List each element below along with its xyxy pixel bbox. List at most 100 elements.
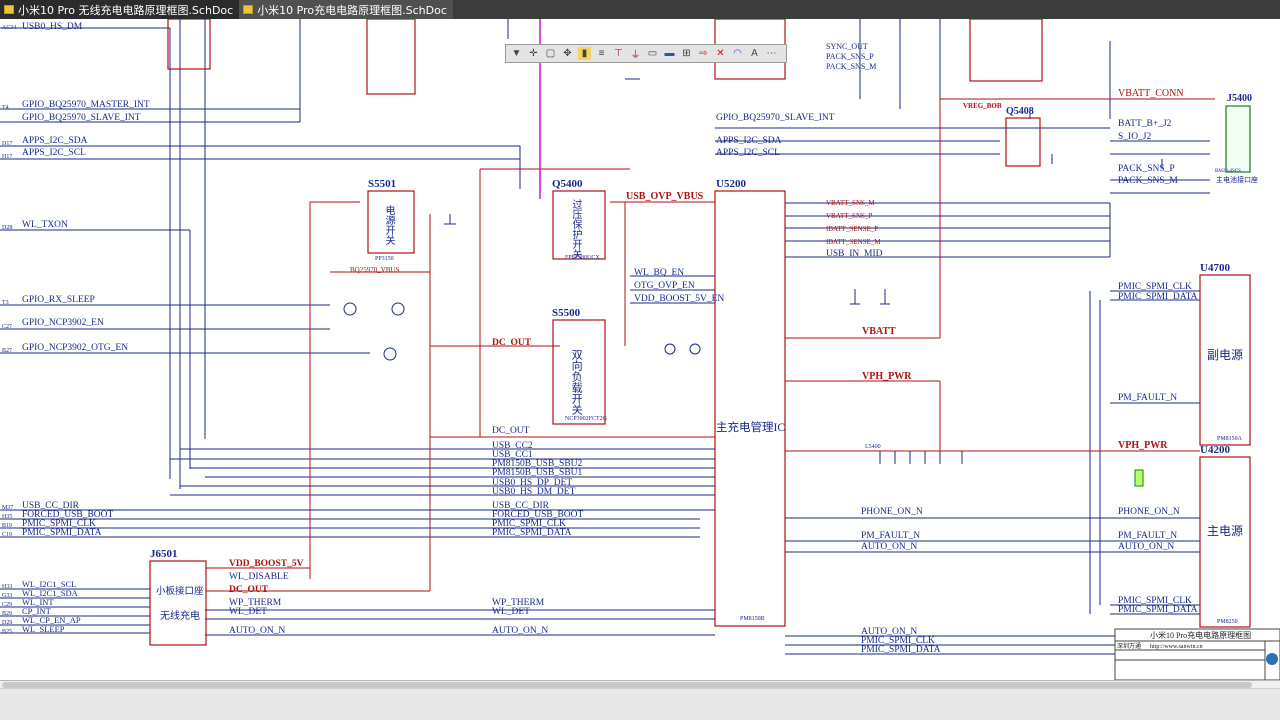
- net-vdd-boost-5v-en[interactable]: VDD_BOOST_5V_EN: [634, 294, 725, 304]
- net-auto-on-n-bottom[interactable]: AUTO_ON_N: [861, 627, 918, 637]
- text-icon[interactable]: A: [751, 48, 758, 59]
- net-vbatt-conn[interactable]: VBATT_CONN: [1118, 88, 1184, 99]
- net-wp-therm-j6501[interactable]: WP_THERM: [229, 598, 282, 608]
- net-apps-i2c-scl-r[interactable]: APPS_I2C_SCL: [716, 148, 780, 158]
- gnd-port-icon[interactable]: ⏚: [630, 50, 641, 61]
- net-usb-cc2[interactable]: USB_CC2: [492, 441, 533, 451]
- ref-u4700[interactable]: U4700: [1200, 262, 1230, 274]
- net-cp-int[interactable]: CP_INT: [22, 606, 51, 616]
- net-gpio-bq25970-slave-int[interactable]: GPIO_BQ25970_SLAVE_INT: [22, 113, 141, 123]
- arc-icon[interactable]: ◠: [733, 48, 742, 59]
- net-usb0-hs-dp-det[interactable]: USB0_HS_DP_DET: [492, 478, 573, 488]
- net-wp-therm[interactable]: WP_THERM: [492, 598, 545, 608]
- ref-u4200[interactable]: U4200: [1200, 444, 1230, 456]
- part-icon[interactable]: ▭: [647, 48, 658, 59]
- net-pmic-spmi-data-r[interactable]: PMIC_SPMI_DATA: [1118, 292, 1198, 302]
- net-pm-fault-n-u5200[interactable]: PM_FAULT_N: [861, 531, 921, 541]
- net-wl-disable[interactable]: WL_DISABLE: [229, 572, 289, 582]
- net-gpio-rx-sleep[interactable]: GPIO_RX_SLEEP: [22, 295, 95, 305]
- tab-wireless-charging-schematic[interactable]: 小米10 Pro 无线充电电路原理框图.SchDoc: [0, 0, 240, 19]
- net-usb-in-mid[interactable]: USB_IN_MID: [826, 249, 883, 259]
- net-usb0-hs-dm-det[interactable]: USB0_HS_DM_DET: [492, 487, 576, 497]
- net-pm-fault-n-2[interactable]: PM_FAULT_N: [1118, 531, 1178, 541]
- net-vph-pwr[interactable]: VPH_PWR: [862, 371, 912, 382]
- net-wl-txon[interactable]: WL_TXON: [22, 220, 68, 230]
- ref-l5400[interactable]: L5400: [865, 444, 881, 450]
- net-phone-on-n-u5200[interactable]: PHONE_ON_N: [861, 507, 923, 517]
- net-usb-cc1[interactable]: USB_CC1: [492, 450, 533, 460]
- net-ibatt-sense-m[interactable]: IBATT_SENSE_M: [826, 238, 881, 246]
- net-dc-out-j6501[interactable]: DC_OUT: [229, 585, 269, 595]
- net-usb-ovp-vbus[interactable]: USB_OVP_VBUS: [626, 191, 704, 202]
- net-usb-cc-dir[interactable]: USB_CC_DIR: [22, 501, 80, 511]
- net-dc-out-2[interactable]: DC_OUT: [492, 426, 530, 436]
- net-auto-on-n-u5200[interactable]: AUTO_ON_N: [861, 542, 918, 552]
- net-forced-usb-boot-2[interactable]: FORCED_USB_BOOT: [492, 510, 584, 520]
- net-wl-i2c1-scl[interactable]: WL_I2C1_SCL: [22, 579, 77, 589]
- horizontal-scrollbar[interactable]: [0, 681, 1280, 689]
- net-ibatt-sense-p[interactable]: IBATT_SENSE_P: [826, 225, 879, 233]
- net-gpio-ncp3902-en[interactable]: GPIO_NCP3902_EN: [22, 318, 104, 328]
- ref-q5408[interactable]: Q5408: [1006, 106, 1034, 117]
- net-vbatt-sns-p[interactable]: VBATT_SNS_P: [826, 212, 873, 220]
- ref-s5500[interactable]: S5500: [552, 307, 581, 319]
- filter-icon[interactable]: ▼: [511, 48, 522, 59]
- schematic-canvas[interactable]: ▼ ✛ ▢ ✥ ▮ ≡ ⊤ ⏚ ▭ ▬ ⊞ ⇨ ✕ ◠ A ⋯: [0, 19, 1280, 680]
- net-apps-i2c-sda-r[interactable]: APPS_I2C_SDA: [716, 136, 782, 146]
- net-gpio-bq25970-slave-int-r[interactable]: GPIO_BQ25970_SLAVE_INT: [716, 113, 835, 123]
- cross-icon[interactable]: ✛: [529, 48, 538, 59]
- net-pack-sns-p[interactable]: PACK_SNS_P: [826, 52, 874, 61]
- net-wl-cp-en-ap[interactable]: WL_CP_EN_AP: [22, 615, 81, 625]
- more-icon[interactable]: ⋯: [766, 48, 777, 59]
- move-icon[interactable]: ✥: [563, 48, 572, 59]
- net-label-icon[interactable]: ≡: [598, 48, 605, 59]
- net-phone-on-n[interactable]: PHONE_ON_N: [1118, 507, 1180, 517]
- power-port-icon[interactable]: ⊤: [614, 48, 623, 59]
- bus-icon[interactable]: ▮: [578, 47, 591, 60]
- net-pmic-spmi-clk-r[interactable]: PMIC_SPMI_CLK: [1118, 282, 1192, 292]
- sheet-entry-icon[interactable]: ▬: [664, 48, 675, 59]
- net-pack-sns-m-r[interactable]: PACK_SNS_M: [1118, 176, 1178, 186]
- net-vdd-boost-5v[interactable]: VDD_BOOST_5V: [229, 559, 304, 569]
- net-dc-out[interactable]: DC_OUT: [492, 338, 532, 348]
- select-rect-icon[interactable]: ▢: [545, 48, 556, 59]
- net-gpio-bq25970-master-int[interactable]: GPIO_BQ25970_MASTER_INT: [22, 100, 150, 110]
- net-pm8150b-usb-sbu2[interactable]: PM8150B_USB_SBU2: [492, 459, 583, 469]
- net-auto-on-n[interactable]: AUTO_ON_N: [492, 626, 549, 636]
- harness-icon[interactable]: ⊞: [682, 48, 691, 59]
- net-vreg-bob[interactable]: VREG_BOB: [963, 102, 1002, 110]
- net-vbatt-sns-m[interactable]: VBATT_SNS_M: [826, 199, 875, 207]
- net-pmic-spmi-clk-r2[interactable]: PMIC_SPMI_CLK: [1118, 596, 1192, 606]
- scrollbar-thumb[interactable]: [2, 682, 1252, 688]
- tab-charging-schematic[interactable]: 小米10 Pro充电电路原理框图.SchDoc: [239, 0, 453, 19]
- net-pmic-spmi-data-bottom[interactable]: PMIC_SPMI_DATA: [861, 645, 941, 655]
- net-auto-on-n-j6501[interactable]: AUTO_ON_N: [229, 626, 286, 636]
- net-pm-fault-n[interactable]: PM_FAULT_N: [1118, 393, 1178, 403]
- net-s-io-j2[interactable]: S_IO_J2: [1118, 132, 1152, 142]
- net-pack-sns-p-r[interactable]: PACK_SNS_P: [1118, 164, 1175, 174]
- net-wl-int[interactable]: WL_INT: [22, 597, 54, 607]
- port-icon[interactable]: ⇨: [699, 48, 708, 59]
- ref-j6501[interactable]: J6501: [150, 548, 178, 560]
- net-auto-on-n-r[interactable]: AUTO_ON_N: [1118, 542, 1175, 552]
- net-bq25970-vbus[interactable]: BQ25970_VBUS: [350, 266, 400, 274]
- ref-u5200[interactable]: U5200: [716, 178, 746, 190]
- directive-icon[interactable]: ✕: [716, 48, 725, 59]
- net-wl-i2c1-sda[interactable]: WL_I2C1_SDA: [22, 588, 78, 598]
- net-pmic-spmi-data[interactable]: PMIC_SPMI_DATA: [22, 528, 102, 538]
- net-pmic-spmi-clk[interactable]: PMIC_SPMI_CLK: [22, 519, 96, 529]
- ref-j5400[interactable]: J5400: [1227, 93, 1252, 104]
- net-pmic-spmi-data-r2[interactable]: PMIC_SPMI_DATA: [1118, 605, 1198, 615]
- net-wl-sleep[interactable]: WL_SLEEP: [22, 624, 65, 634]
- net-gpio-ncp3902-otg-en[interactable]: GPIO_NCP3902_OTG_EN: [22, 343, 129, 353]
- net-pmic-spmi-data-2[interactable]: PMIC_SPMI_DATA: [492, 528, 572, 538]
- net-vph-pwr-r[interactable]: VPH_PWR: [1118, 440, 1168, 451]
- net-wl-det-j6501[interactable]: WL_DET: [229, 607, 267, 617]
- net-sync-out[interactable]: SYNC_OUT: [826, 42, 868, 51]
- net-batt-b-j2[interactable]: BATT_B+_J2: [1118, 119, 1172, 129]
- net-pm8150b-usb-sbu1[interactable]: PM8150B_USB_SBU1: [492, 468, 583, 478]
- net-apps-i2c-sda[interactable]: APPS_I2C_SDA: [22, 136, 88, 146]
- net-vbatt[interactable]: VBATT: [862, 326, 896, 337]
- net-apps-i2c-scl[interactable]: APPS_I2C_SCL: [22, 148, 86, 158]
- net-usb0-hs-dm[interactable]: USB0_HS_DM: [22, 22, 83, 32]
